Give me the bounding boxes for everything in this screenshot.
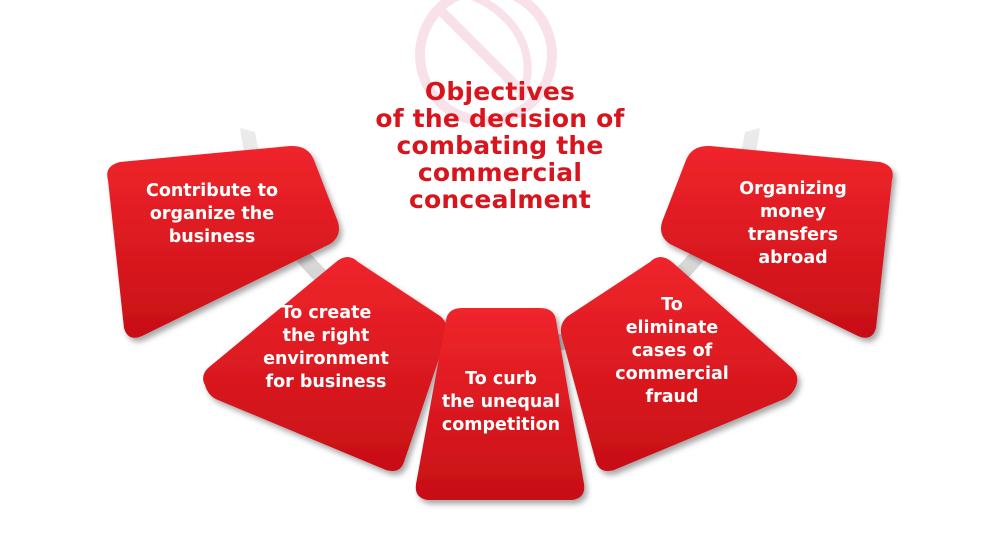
segment-label-line: fraud <box>645 387 699 407</box>
diagram-title: Objectives of the decision of combating … <box>330 78 670 213</box>
title-line: Objectives <box>424 77 576 106</box>
title-line: concealment <box>409 185 591 214</box>
segment-label-line: organize the <box>149 204 275 224</box>
segment-label-line: cases of <box>631 341 713 361</box>
segment-label-line: business <box>168 227 256 247</box>
segment-label-contribute: Contribute to organize the business <box>112 180 312 249</box>
segment-label-line: To <box>661 295 683 315</box>
segment-label-line: Contribute to <box>145 181 279 201</box>
segment-label-line: the unequal <box>441 392 561 412</box>
segment-label-competition: To curb the unequal competition <box>430 368 572 437</box>
segment-label-line: To curb <box>465 369 537 389</box>
segment-label-transfers: Organizing money transfers abroad <box>708 178 878 270</box>
segment-label-line: eliminate <box>625 318 719 338</box>
segment-contribute <box>107 145 339 338</box>
segment-label-line: money <box>760 202 826 222</box>
title-line: of the decision of <box>375 104 625 133</box>
segment-label-line: competition <box>441 415 561 435</box>
segment-transfers <box>661 145 893 338</box>
segment-label-line: for business <box>265 372 387 392</box>
title-line: commercial <box>417 158 583 187</box>
segment-label-line: the right <box>282 326 370 346</box>
segment-label-line: Organizing <box>739 179 847 199</box>
segment-label-line: abroad <box>758 248 828 268</box>
segment-label-environment: To create the right environment for busi… <box>237 302 415 394</box>
title-line: combating the <box>396 131 604 160</box>
segment-label-line: environment <box>263 349 389 369</box>
segment-competition <box>415 308 585 500</box>
segment-label-line: commercial <box>615 364 729 384</box>
segment-label-line: To create <box>280 303 372 323</box>
segment-fraud <box>560 257 798 471</box>
watermark-logo-icon <box>415 0 557 126</box>
segment-label-line: transfers <box>747 225 839 245</box>
segment-environment <box>203 257 448 471</box>
segment-label-fraud: To eliminate cases of commercial fraud <box>588 294 756 409</box>
